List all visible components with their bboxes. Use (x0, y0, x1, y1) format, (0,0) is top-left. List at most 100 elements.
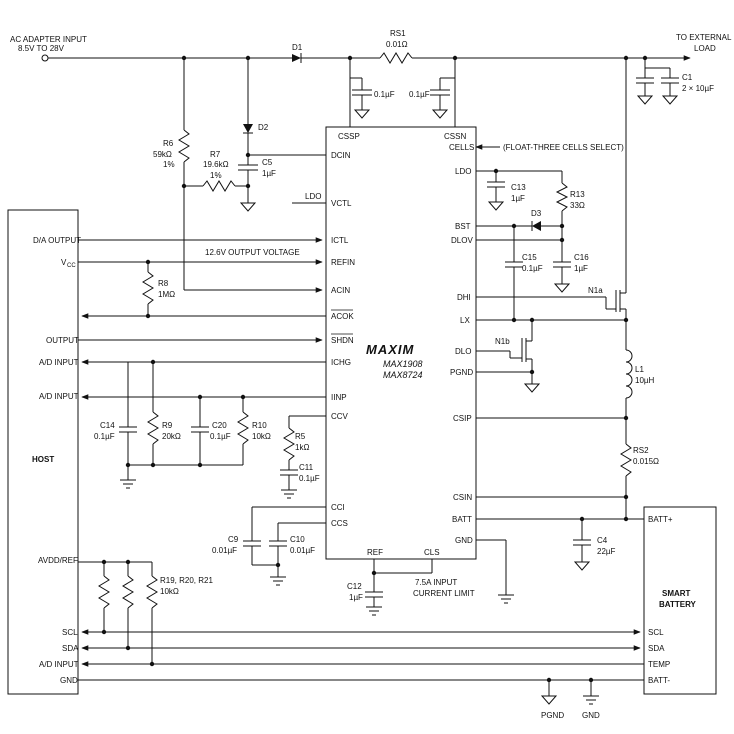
c1-label: C1 (682, 73, 693, 82)
host-ad-input-2: A/D INPUT (39, 392, 79, 401)
c13-value: 1µF (511, 194, 525, 203)
to-load-label-2: LOAD (694, 44, 716, 53)
d1-label: D1 (292, 43, 303, 52)
pin-gnd: GND (455, 536, 473, 545)
pin-dlov: DLOV (451, 236, 473, 245)
mosfet-n1a: N1a (588, 58, 627, 320)
ic-part-1: MAX1908 (383, 359, 423, 369)
smart-battery-block: SMART BATTERY BATT+ SCL SDA TEMP BATT- (643, 506, 717, 695)
mosfet-n1b: N1b (476, 320, 541, 393)
ichg-iinp-network: C14 0.1µF R9 20kΩ C20 0.1µF R10 10kΩ (94, 361, 271, 489)
pin-cssn: CSSN (444, 132, 466, 141)
c11-value: 0.1µF (299, 474, 320, 483)
pin-ref: REF (367, 548, 383, 557)
battery-title-1: SMART (662, 589, 691, 598)
r10-label: R10 (252, 421, 267, 430)
capacitor-c1: C1 2 × 10µF (636, 58, 714, 105)
c4-label: C4 (597, 536, 608, 545)
n1a-label: N1a (588, 286, 603, 295)
r7-tolerance: 1% (210, 171, 222, 180)
pin-batt: BATT (452, 515, 472, 524)
battery-pin-batt-minus: BATT- (648, 676, 670, 685)
ic-part-2: MAX8724 (383, 370, 423, 380)
c14-label: C14 (100, 421, 115, 430)
r10-value: 10kΩ (252, 432, 271, 441)
cssn-cap-value: 0.1µF (409, 90, 430, 99)
c20-value: 0.1µF (210, 432, 231, 441)
ic-max1908: MAXIM MAX1908 MAX8724 CSSP CSSN DCIN VCT… (325, 126, 477, 560)
battery-title-2: BATTERY (659, 600, 697, 609)
c16-label: C16 (574, 253, 589, 262)
c12-value: 1µF (349, 593, 363, 602)
cls-note-2: CURRENT LIMIT (413, 589, 475, 598)
battery-pin-temp: TEMP (648, 660, 670, 669)
c5-value: 1µF (262, 169, 276, 178)
pin-vctl: VCTL (331, 199, 352, 208)
pin-cells: CELLS (449, 143, 474, 152)
host-gnd: GND (60, 676, 78, 685)
battery-pin-sda: SDA (648, 644, 665, 653)
pin-dcin: DCIN (331, 151, 351, 160)
pin-cssp: CSSP (338, 132, 360, 141)
c1-value: 2 × 10µF (682, 84, 714, 93)
pin-csin: CSIN (453, 493, 472, 502)
r8-value: 1MΩ (158, 290, 175, 299)
r13-value: 33Ω (570, 201, 585, 210)
pin-shdn: SHDN (331, 336, 354, 345)
pin-bst: BST (455, 222, 471, 231)
r5-value: 1kΩ (295, 443, 309, 452)
r19-label: R19, R20, R21 (160, 576, 213, 585)
pin-ictl: ICTL (331, 236, 349, 245)
d2-label: D2 (258, 123, 269, 132)
host-title: HOST (32, 455, 54, 464)
cls-note-1: 7.5A INPUT (415, 578, 457, 587)
r7-label: R7 (210, 150, 221, 159)
c5-label: C5 (262, 158, 273, 167)
pin-iinp: IINP (331, 393, 347, 402)
r6-label: R6 (163, 139, 174, 148)
rs1-label: RS1 (390, 29, 406, 38)
r6-tolerance: 1% (163, 160, 175, 169)
resistor-rs1: RS1 0.01Ω (379, 29, 413, 64)
ic-right-network: (FLOAT-THREE CELLS SELECT) C13 1µF R13 3… (475, 58, 659, 604)
c10-value: 0.01µF (290, 546, 315, 555)
to-load-label: TO EXTERNAL (676, 33, 732, 42)
host-da-output: D/A OUTPUT (33, 236, 81, 245)
host-sda: SDA (62, 644, 79, 653)
rs2-label: RS2 (633, 446, 649, 455)
c10-label: C10 (290, 535, 305, 544)
battery-pin-scl: SCL (648, 628, 664, 637)
bottom-grounds: PGND GND (540, 677, 600, 720)
r5-label: R5 (295, 432, 306, 441)
host-vcc-sub: CC (67, 263, 76, 269)
ac-input-label: AC ADAPTER INPUT (10, 35, 87, 44)
cells-note: (FLOAT-THREE CELLS SELECT) (503, 143, 624, 152)
host-avdd-ref: AVDD/REF (38, 556, 78, 565)
resistor-rs2: RS2 0.015Ω (620, 443, 659, 519)
c9-value: 0.01µF (212, 546, 237, 555)
n1b-label: N1b (495, 337, 510, 346)
c4-value: 22µF (597, 547, 616, 556)
pin-ccs: CCS (331, 519, 348, 528)
rs2-value: 0.015Ω (633, 457, 659, 466)
pin-pgnd: PGND (450, 368, 473, 377)
c20-label: C20 (212, 421, 227, 430)
maxim-logo: MAXIM (366, 342, 415, 357)
d3-label: D3 (531, 209, 542, 218)
inductor-l1: L1 10µH (625, 320, 655, 444)
l1-value: 10µH (635, 376, 655, 385)
pin-dhi: DHI (457, 293, 471, 302)
dcin-network: D2 C5 1µF R6 59kΩ 1% R7 19.6kΩ 1% (153, 58, 326, 293)
pin-cls: CLS (424, 548, 440, 557)
pin-refin: REFIN (331, 258, 355, 267)
ac-input-range: 8.5V TO 28V (18, 44, 65, 53)
pin-dlo: DLO (455, 347, 471, 356)
ac-input-terminal (41, 54, 49, 62)
pin-acin: ACIN (331, 286, 350, 295)
c16-value: 1µF (574, 264, 588, 273)
pin-acok: ACOK (331, 312, 354, 321)
r9-value: 20kΩ (162, 432, 181, 441)
pin-ichg: ICHG (331, 358, 351, 367)
pin-lx: LX (460, 316, 470, 325)
host-ad-input-1: A/D INPUT (39, 358, 79, 367)
